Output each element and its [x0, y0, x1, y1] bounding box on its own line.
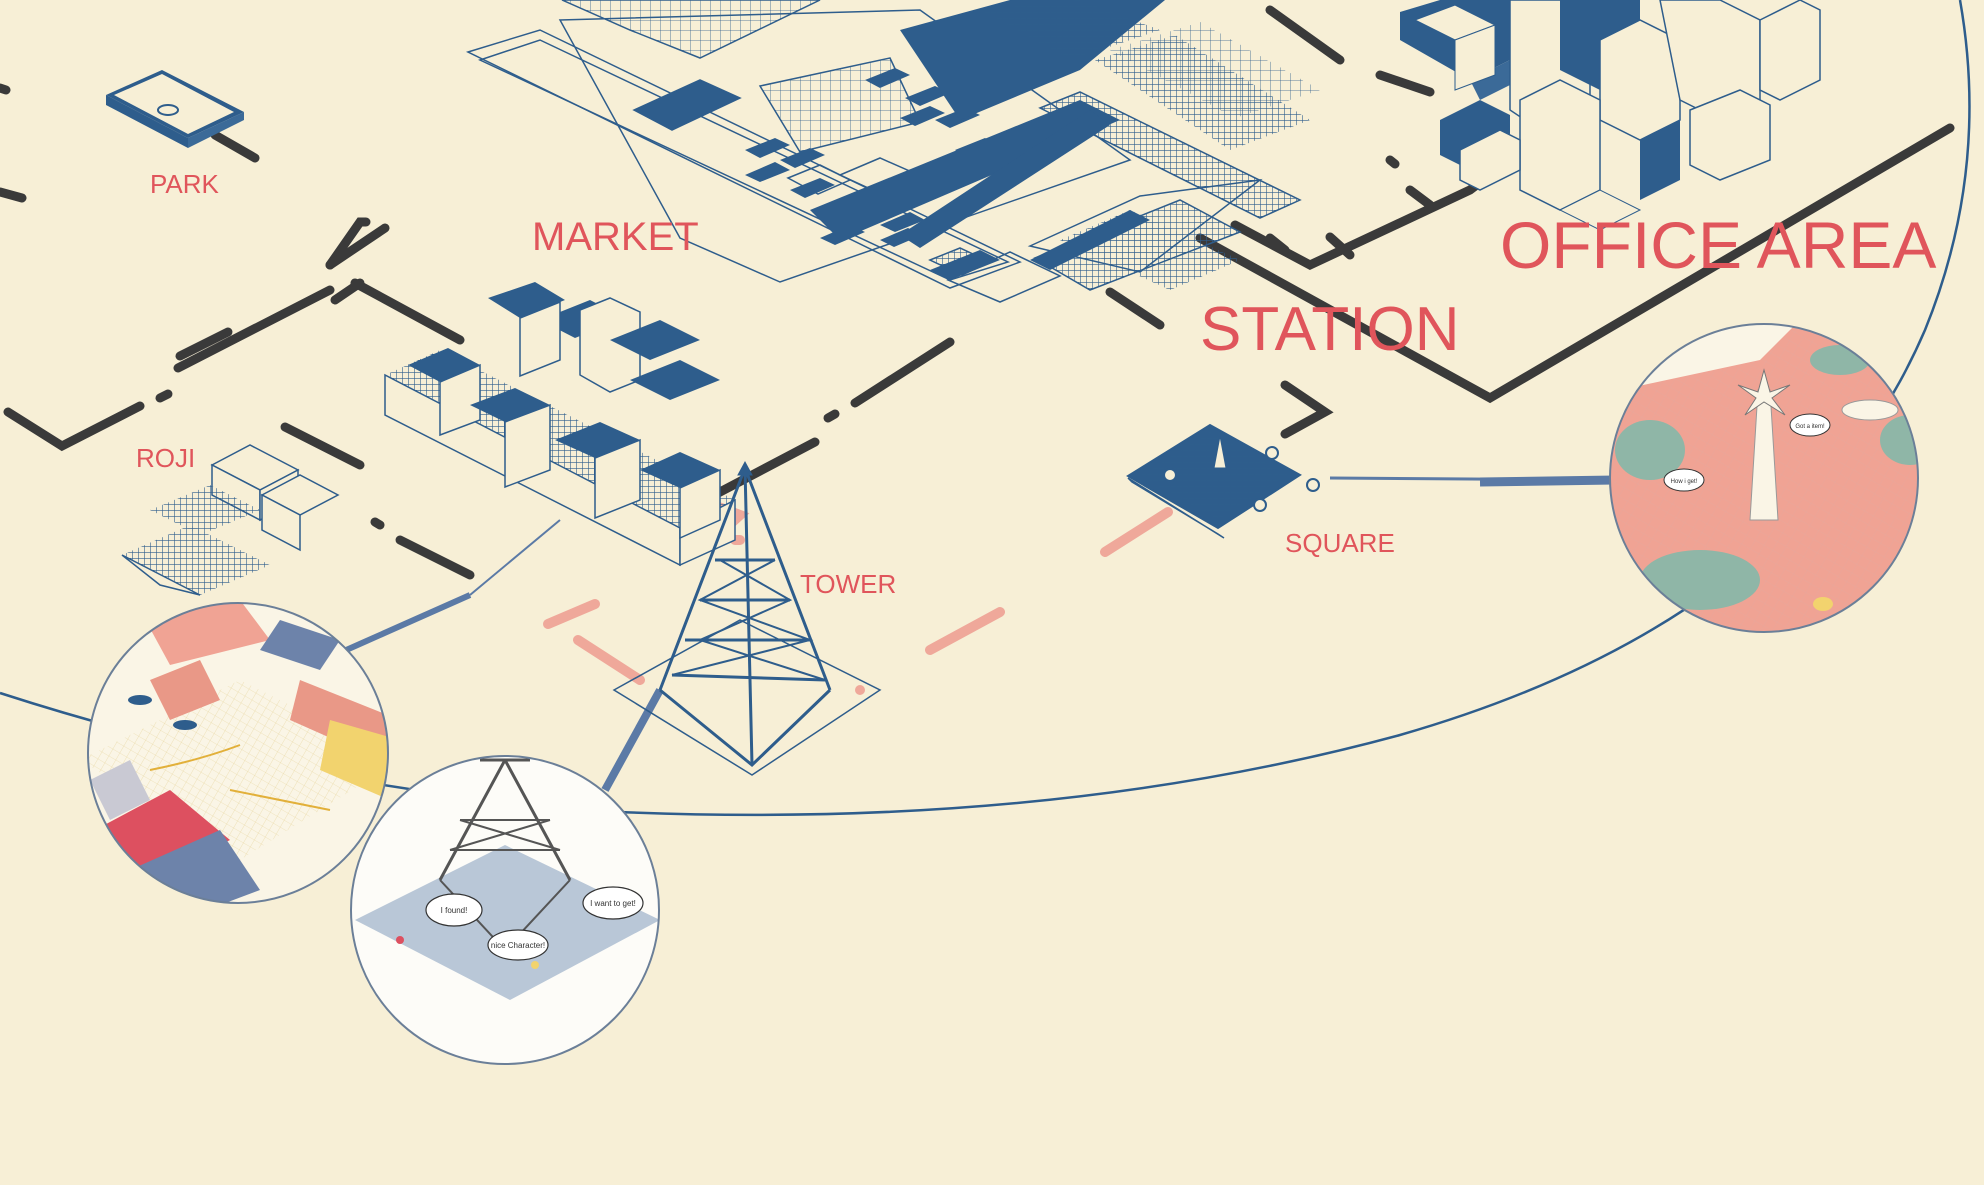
- park-building: [106, 70, 244, 148]
- svg-text:I found!: I found!: [441, 906, 468, 915]
- callout-lines: [333, 475, 1616, 792]
- svg-text:I want to get!: I want to get!: [590, 899, 636, 908]
- svg-text:nice Character!: nice Character!: [491, 941, 545, 950]
- speech-bubble-want: I want to get!: [582, 886, 644, 920]
- roji-buildings: [121, 444, 340, 596]
- station-building: [810, 0, 1320, 290]
- label-market: MARKET: [532, 215, 699, 259]
- district-boundary: [0, 0, 1971, 817]
- label-office-area: OFFICE AREA: [1500, 208, 1936, 282]
- square-plaza: [1126, 423, 1320, 539]
- label-square: SQUARE: [1285, 528, 1395, 558]
- square-detail-circle: How i get! Got a item!: [1609, 323, 1919, 633]
- svg-text:Got a item!: Got a item!: [1795, 424, 1825, 430]
- speech-bubble-got: Got a item!: [1789, 413, 1831, 437]
- label-station: STATION: [1200, 295, 1459, 364]
- roji-detail-circle: [87, 602, 389, 904]
- market-buildings: [384, 282, 736, 567]
- svg-text:How i get!: How i get!: [1671, 479, 1698, 485]
- label-park: PARK: [150, 169, 220, 199]
- tower-detail-circle: I found! I want to get! nice Character!: [350, 755, 660, 1065]
- speech-bubble-found: I found!: [425, 893, 483, 927]
- tower-structure: [612, 460, 882, 776]
- label-tower: TOWER: [800, 569, 896, 599]
- speech-bubble-nice: nice Character!: [487, 929, 549, 961]
- pink-route: [543, 495, 1173, 695]
- office-area-buildings: [1400, 0, 1821, 231]
- label-roji: ROJI: [136, 443, 195, 473]
- speech-bubble-how: How i get!: [1663, 468, 1705, 492]
